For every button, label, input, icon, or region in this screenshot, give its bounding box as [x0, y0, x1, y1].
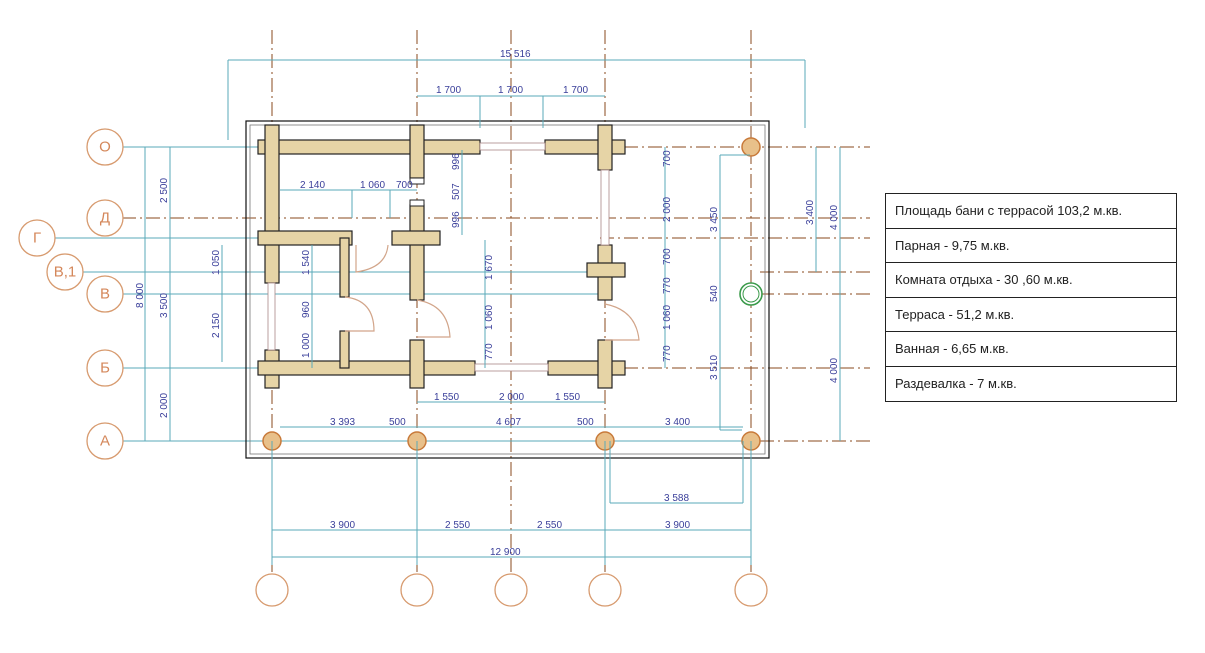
svg-text:770: 770 — [662, 277, 673, 294]
svg-text:1 700: 1 700 — [563, 85, 588, 96]
svg-text:770: 770 — [484, 343, 495, 360]
svg-text:3 900: 3 900 — [665, 520, 690, 531]
svg-text:3 400: 3 400 — [665, 417, 690, 428]
svg-text:Д: Д — [100, 210, 110, 227]
svg-text:500: 500 — [389, 417, 406, 428]
axis-markers: О Д Г В,1 В Б А — [18, 128, 768, 607]
svg-text:770: 770 — [662, 345, 673, 362]
svg-text:1 060: 1 060 — [484, 305, 495, 330]
legend-row-steam-room: Парная - 9,75 м.кв. — [886, 229, 1176, 263]
legend-row-bathroom: Ванная - 6,65 м.кв. — [886, 332, 1176, 367]
svg-text:1 060: 1 060 — [360, 180, 385, 191]
svg-text:8 000: 8 000 — [135, 283, 146, 308]
svg-text:4 000: 4 000 — [829, 205, 840, 230]
svg-text:Б: Б — [100, 360, 110, 377]
svg-text:3 900: 3 900 — [330, 520, 355, 531]
svg-text:1 700: 1 700 — [498, 85, 523, 96]
svg-text:507: 507 — [451, 183, 462, 200]
svg-text:1 060: 1 060 — [662, 305, 673, 330]
svg-text:1 550: 1 550 — [555, 392, 580, 403]
svg-text:3 588: 3 588 — [664, 493, 689, 504]
svg-text:700: 700 — [662, 248, 673, 265]
svg-text:4 607: 4 607 — [496, 417, 521, 428]
svg-text:3 450: 3 450 — [709, 207, 720, 232]
svg-text:15 516: 15 516 — [500, 49, 531, 60]
svg-text:12 900: 12 900 — [490, 547, 521, 558]
dimension-labels: 15 516 1 700 1 700 1 700 2 140 1 060 700 996… — [135, 49, 840, 558]
svg-text:2 550: 2 550 — [537, 520, 562, 531]
svg-text:700: 700 — [396, 180, 413, 191]
legend-row-dressing-room: Раздевалка - 7 м.кв. — [895, 375, 1017, 391]
dimension-lines — [144, 59, 841, 565]
legend-row-total: Площадь бани с террасой 103,2 м.кв. — [886, 194, 1176, 229]
svg-text:540: 540 — [709, 285, 720, 302]
svg-text:960: 960 — [301, 301, 312, 318]
svg-text:1 670: 1 670 — [484, 255, 495, 280]
svg-text:А: А — [100, 433, 110, 450]
doors — [344, 244, 640, 341]
svg-text:2 000: 2 000 — [159, 393, 170, 418]
svg-text:996: 996 — [451, 211, 462, 228]
svg-text:2 000: 2 000 — [662, 197, 673, 222]
svg-text:2 500: 2 500 — [159, 178, 170, 203]
svg-text:2 140: 2 140 — [300, 180, 325, 191]
legend-row-rest-room: Комната отдыха - 30 ,60 м.кв. — [886, 263, 1176, 298]
columns — [262, 137, 763, 451]
svg-text:2 150: 2 150 — [211, 313, 222, 338]
svg-text:В,1: В,1 — [54, 264, 77, 281]
svg-text:3 400: 3 400 — [805, 200, 816, 225]
svg-text:500: 500 — [577, 417, 594, 428]
svg-text:4 000: 4 000 — [829, 358, 840, 383]
walls — [257, 124, 626, 389]
svg-text:700: 700 — [662, 150, 673, 167]
svg-text:О: О — [99, 139, 111, 156]
svg-text:1 700: 1 700 — [436, 85, 461, 96]
area-legend-table: Площадь бани с террасой 103,2 м.кв. Парн… — [885, 193, 1177, 402]
svg-text:3 500: 3 500 — [159, 293, 170, 318]
svg-text:1 050: 1 050 — [211, 250, 222, 275]
svg-text:2 550: 2 550 — [445, 520, 470, 531]
svg-text:3 510: 3 510 — [709, 355, 720, 380]
svg-text:1 000: 1 000 — [301, 333, 312, 358]
svg-text:1 550: 1 550 — [434, 392, 459, 403]
svg-text:2 000: 2 000 — [499, 392, 524, 403]
svg-text:1 540: 1 540 — [301, 250, 312, 275]
legend-row-terrace: Терраса - 51,2 м.кв. — [886, 298, 1176, 332]
svg-text:996: 996 — [451, 153, 462, 170]
svg-text:В: В — [100, 286, 110, 303]
svg-text:3 393: 3 393 — [330, 417, 355, 428]
terrace-outline — [245, 120, 770, 459]
svg-text:Г: Г — [33, 230, 41, 247]
